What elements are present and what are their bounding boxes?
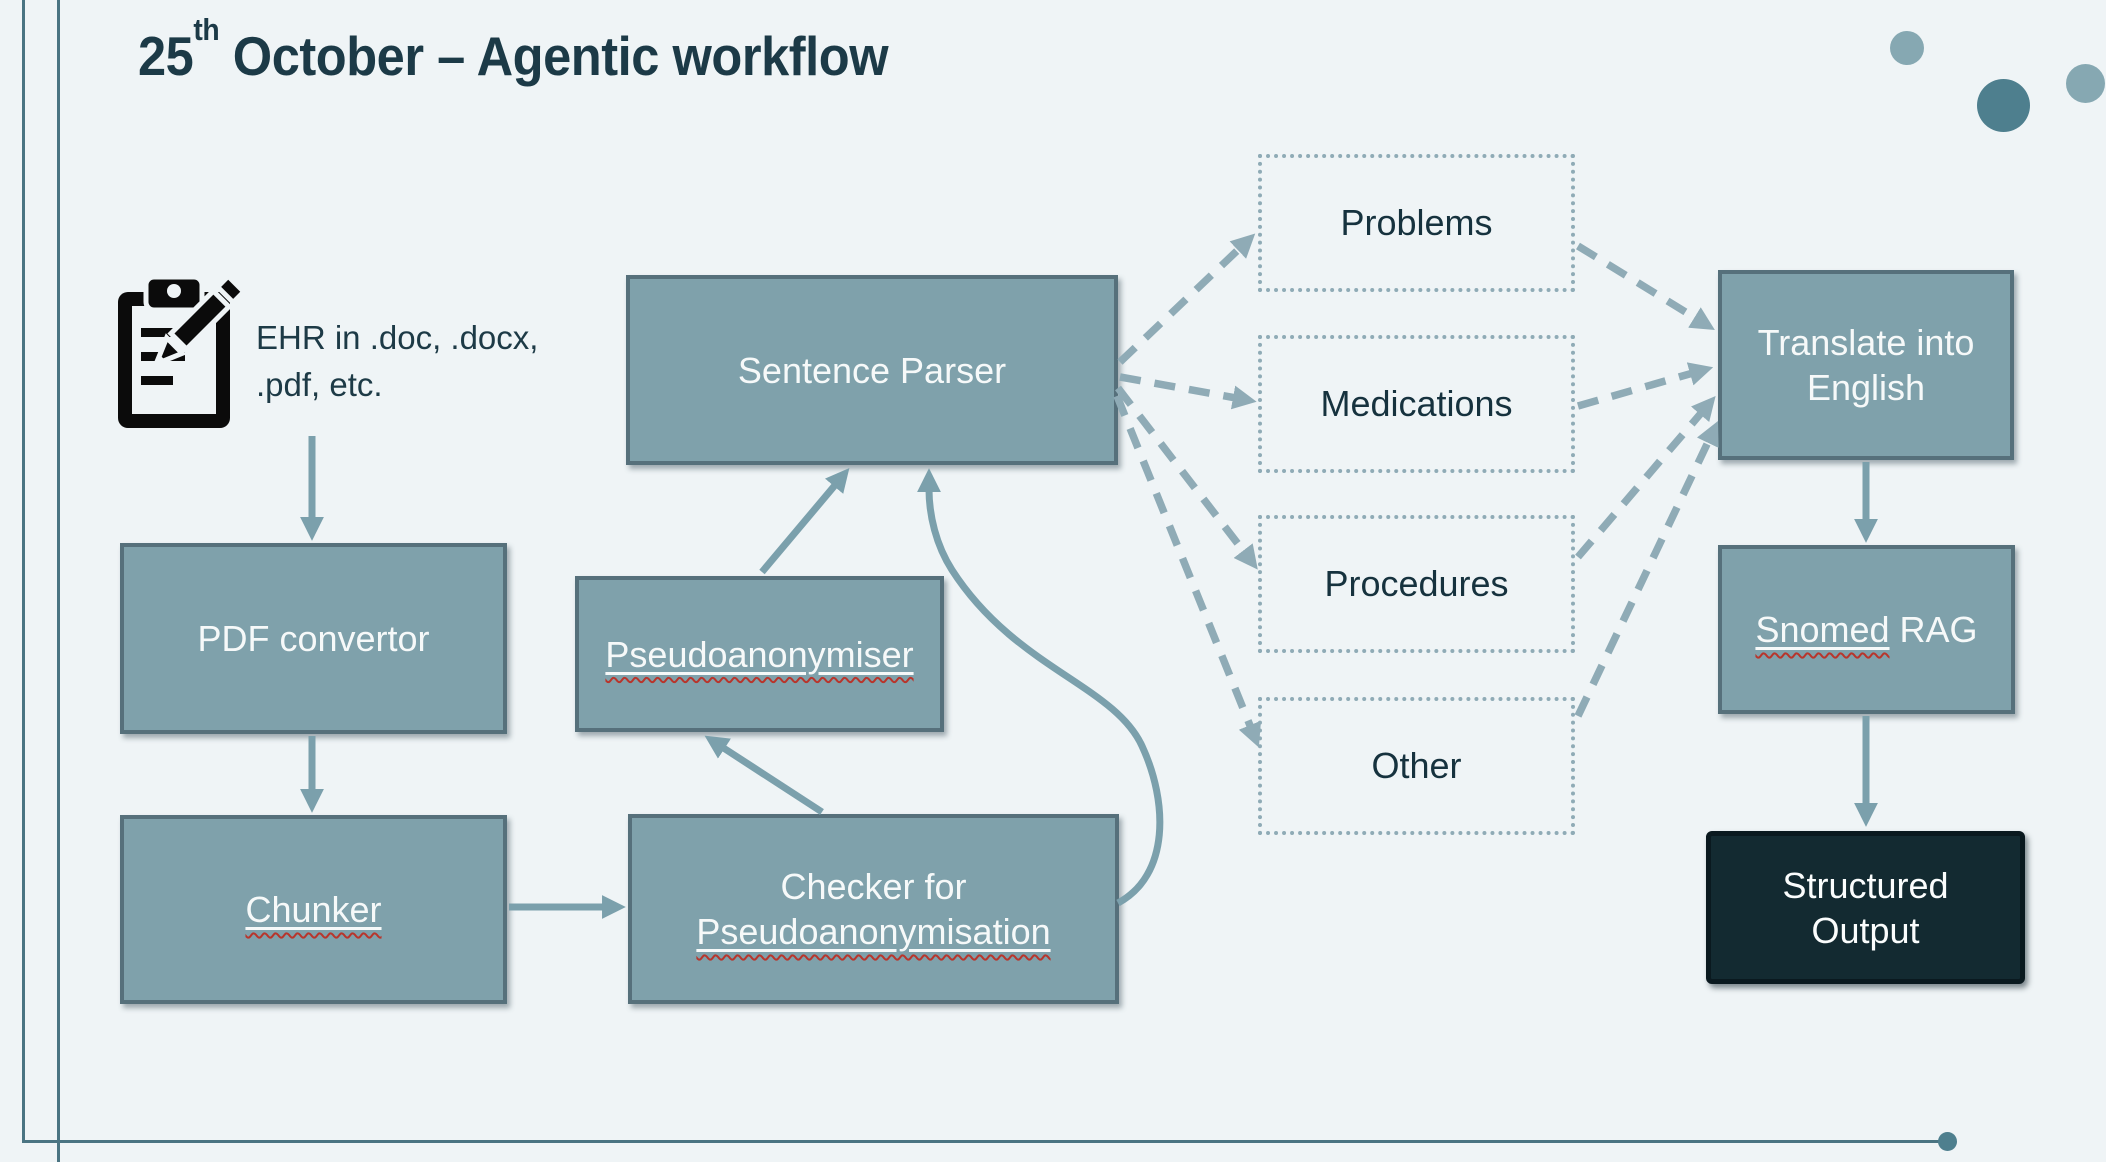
node-snomed-rag-label: Snomed RAG <box>1755 609 1978 650</box>
node-pseudoanonymiser: Pseudoanonymiser <box>575 576 944 732</box>
node-translate-into-english: Translate into English <box>1718 270 2014 460</box>
title-ordinal: th <box>193 12 220 48</box>
node-checker-line1: Checker for <box>780 866 967 907</box>
dashed-arrow-medications-to-translate <box>1576 362 1714 410</box>
dashed-arrow-parser-to-other <box>1113 394 1262 748</box>
decor-dot-small-right <box>2066 64 2105 103</box>
dashed-arrow-problems-to-translate <box>1576 242 1715 330</box>
dashed-arrow-procedures-to-translate <box>1575 396 1716 560</box>
frame-line-end-dot <box>1938 1132 1957 1151</box>
category-box-problems: Problems <box>1258 154 1575 292</box>
frame-horizontal-line <box>22 1140 1939 1143</box>
node-pdf-convertor: PDF convertor <box>120 543 507 734</box>
dashed-arrow-parser-to-procedures <box>1115 385 1258 570</box>
category-box-other: Other <box>1258 697 1575 835</box>
node-sentence-parser-label: Sentence Parser <box>737 349 1007 391</box>
ehr-note-line1: EHR in .doc, .docx, <box>256 319 539 356</box>
frame-vertical-line-outer <box>22 0 25 1141</box>
node-snomed-rag: Snomed RAG <box>1718 545 2015 714</box>
node-checker-for-pseudoanonymisation: Checker for Pseudoanonymisation <box>628 814 1119 1004</box>
title-day: 25 <box>138 25 194 87</box>
node-translate-line2: English <box>1806 367 1926 408</box>
node-structured-line1: Structured <box>1782 864 1949 906</box>
node-chunker: Chunker <box>120 815 507 1004</box>
node-sentence-parser: Sentence Parser <box>626 275 1118 465</box>
node-translate-line1: Translate into <box>1757 322 1975 363</box>
node-pseudoanonymiser-label: Pseudoanonymiser <box>605 633 914 675</box>
category-label-procedures: Procedures <box>1324 563 1509 604</box>
category-label-problems: Problems <box>1340 202 1493 243</box>
category-label-other: Other <box>1371 745 1462 786</box>
clipboard-pencil-icon <box>112 272 262 441</box>
node-structured-line2: Output <box>1811 909 1920 951</box>
dashed-arrow-other-to-translate <box>1574 421 1719 718</box>
node-pdf-convertor-label: PDF convertor <box>197 618 430 659</box>
category-label-medications: Medications <box>1320 383 1513 424</box>
node-structured-output: Structured Output <box>1706 831 2025 984</box>
decor-dot-small-left <box>1890 31 1924 65</box>
page-title: 25th October – Agentic workflow <box>138 12 889 88</box>
category-box-medications: Medications <box>1258 335 1575 473</box>
decor-dot-large <box>1977 79 2030 132</box>
ehr-input-note: EHR in .doc, .docx, .pdf, etc. <box>256 314 538 408</box>
node-checker-line2: Pseudoanonymisation <box>696 911 1051 952</box>
arrow-pseudoanonymiser-to-sentence-parser <box>759 468 850 575</box>
category-box-procedures: Procedures <box>1258 515 1575 653</box>
title-rest: October – Agentic workflow <box>219 25 889 87</box>
node-chunker-label: Chunker <box>245 889 382 930</box>
dashed-arrow-parser-to-problems <box>1117 233 1256 365</box>
dashed-arrow-parser-to-medications <box>1119 373 1257 410</box>
arrow-checker-to-pseudoanonymiser <box>704 735 824 815</box>
ehr-note-line2: .pdf, etc. <box>256 366 383 403</box>
frame-vertical-line-inner <box>57 0 60 1162</box>
